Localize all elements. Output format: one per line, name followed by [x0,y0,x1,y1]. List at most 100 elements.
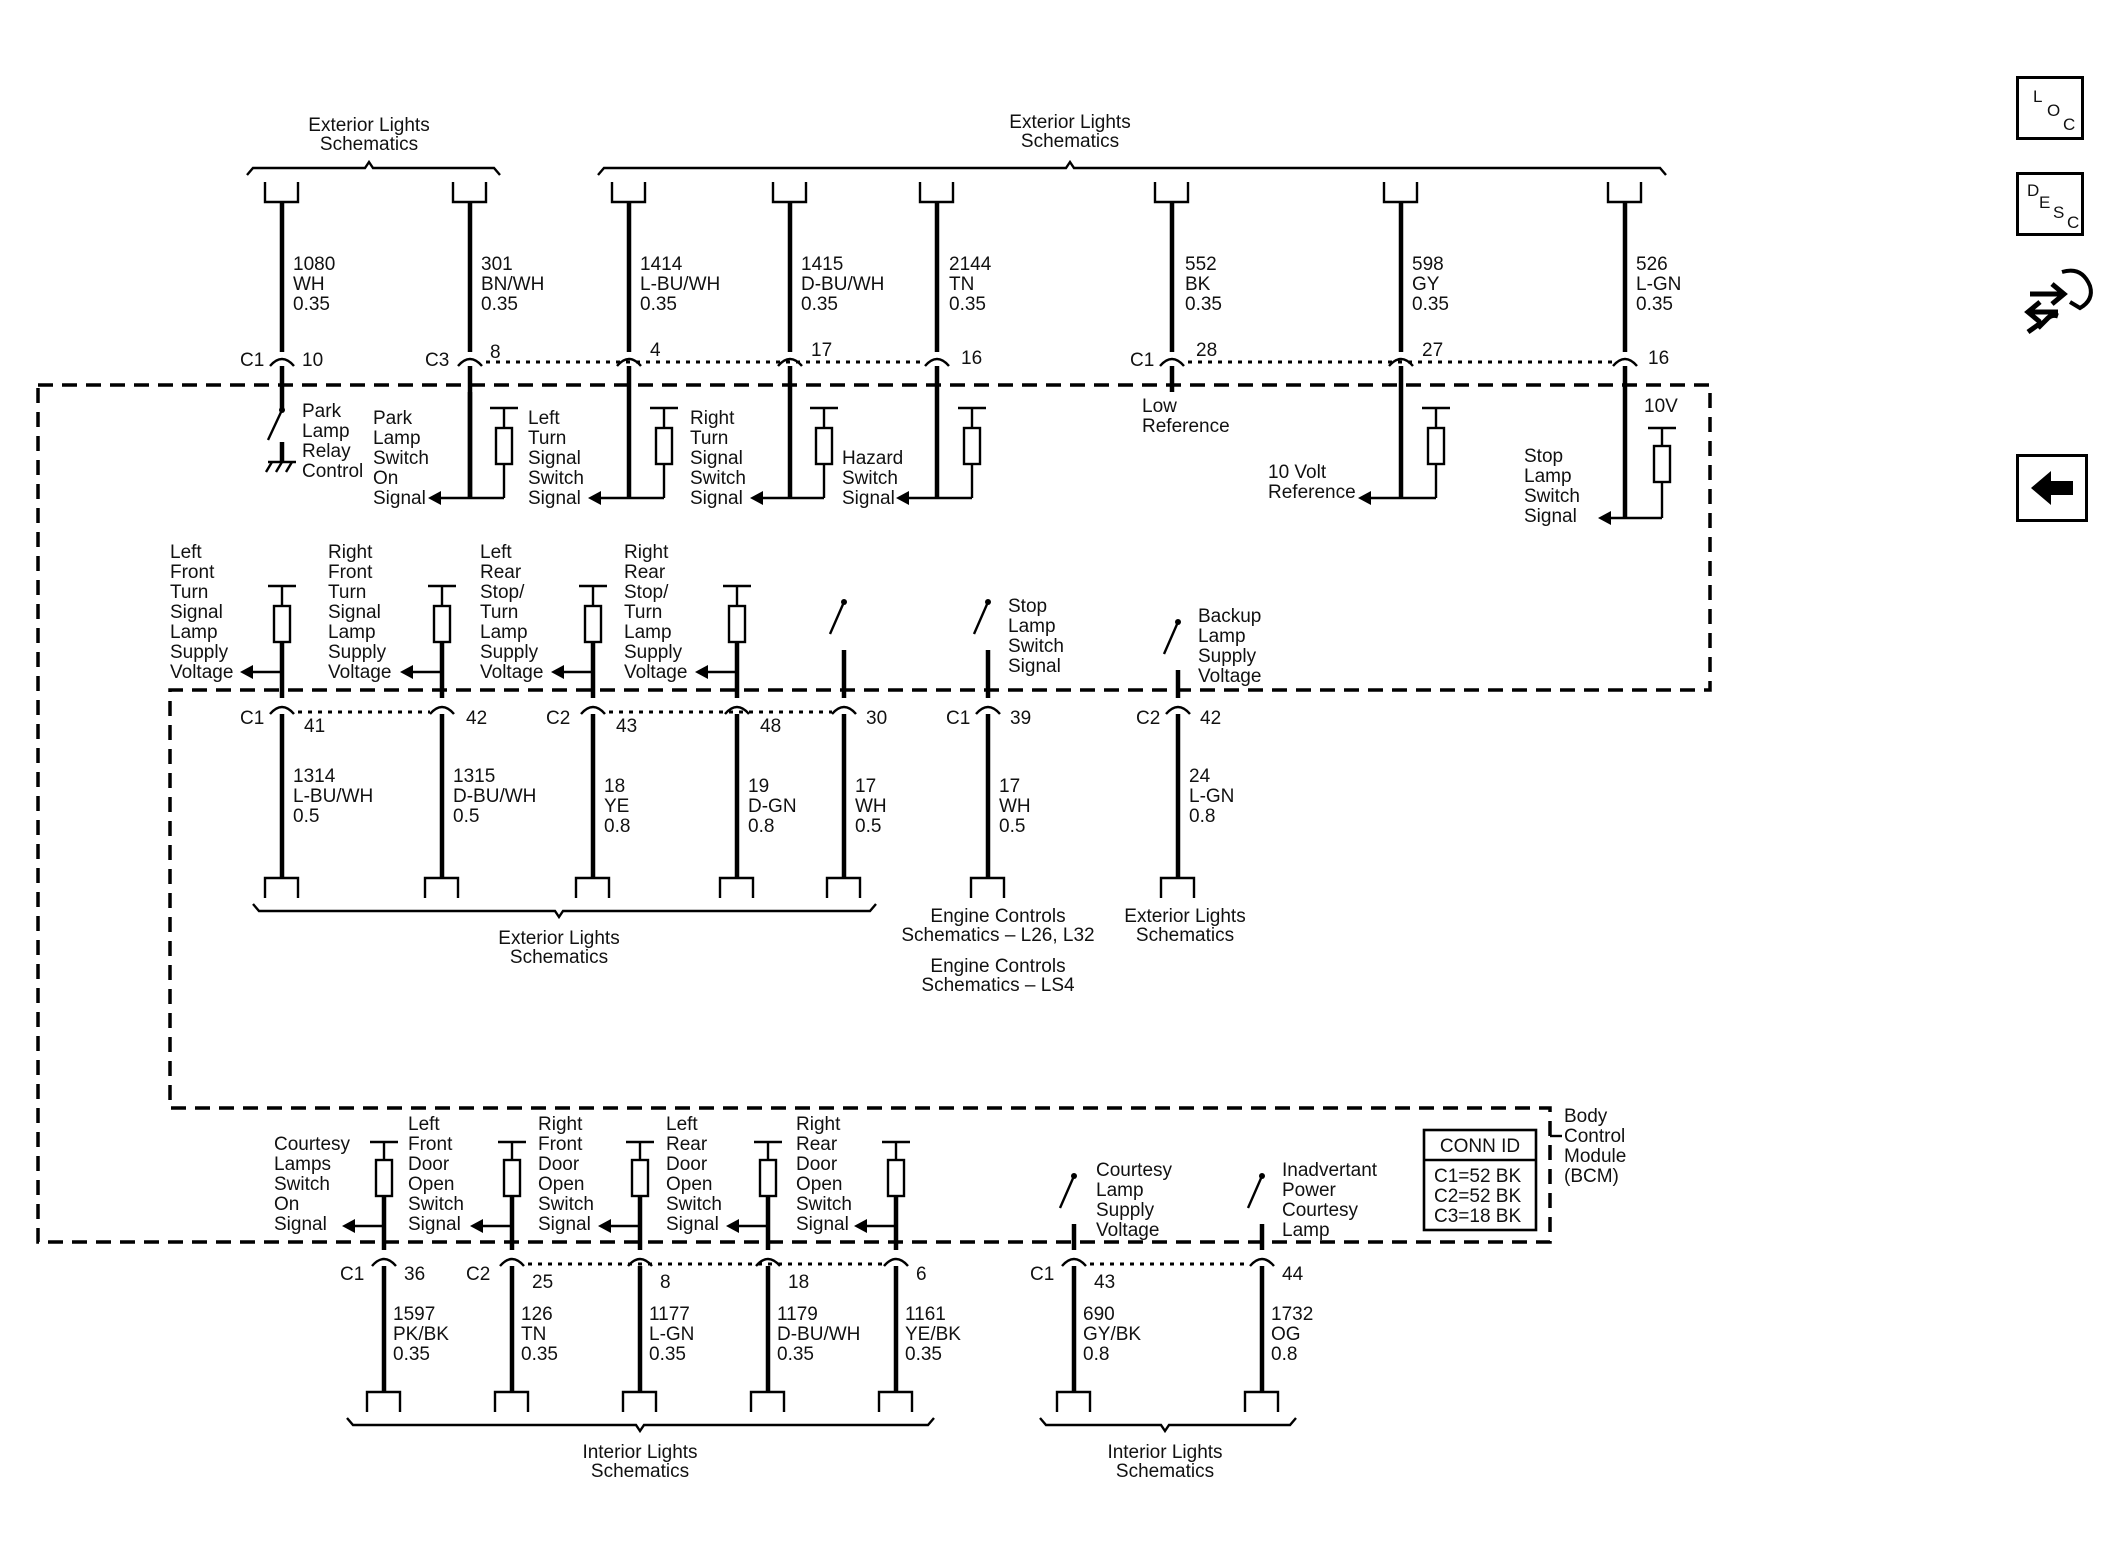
svg-text:On: On [373,468,398,489]
mid-group-engine2-1: Engine Controls [930,956,1065,977]
bcm-label-1: Body [1564,1106,1608,1127]
top-wire-2-color: BN/WH [481,274,544,295]
top-wire-4-pin: 17 [811,340,832,361]
svg-text:Rear: Rear [796,1134,838,1155]
svg-text:Door: Door [538,1154,580,1175]
svg-text:Lamp: Lamp [1524,466,1572,487]
desc-button[interactable]: D E S C [2016,172,2084,236]
left-front-turn-supply: Left Front Turn Signal Lamp Supply Volta… [170,542,296,698]
svg-text:Courtesy: Courtesy [274,1134,351,1155]
svg-text:126: 126 [521,1304,553,1325]
top-wire-3-pin: 4 [650,340,661,361]
right-turn-signal-switch-signal: Right Turn Signal Switch Signal [629,406,790,509]
svg-text:Turn: Turn [170,582,208,603]
loc-letter-3: C [2063,115,2076,134]
svg-text:C2: C2 [466,1264,490,1285]
courtesy-lamp-supply-voltage: Courtesy Lamp Supply Voltage [1058,1160,1173,1250]
loc-button[interactable]: L O C [2016,76,2084,140]
svg-text:42: 42 [466,708,487,729]
top-wire-7-num: 598 [1412,254,1444,275]
svg-text:Right: Right [538,1114,583,1135]
svg-text:Signal: Signal [538,1214,591,1235]
back-arrow-icon [2031,471,2073,505]
top-wire-3-color: L-BU/WH [640,274,720,295]
bot-wire-126: C2 25 126 TN 0.35 [466,1257,558,1412]
svg-text:Front: Front [170,562,215,583]
top-wire-5-gauge: 0.35 [949,294,986,315]
top-wire-7-gauge: 0.35 [1412,294,1449,315]
svg-text:Signal: Signal [666,1214,719,1235]
svg-text:18: 18 [788,1272,809,1293]
svg-text:0.5: 0.5 [855,816,881,837]
svg-text:On: On [274,1194,299,1215]
conn-id-table: CONN ID C1=52 BK C2=52 BK C3=18 BK [1422,1128,1538,1232]
svg-text:19: 19 [748,776,769,797]
svg-text:Open: Open [796,1174,842,1195]
mid-wire-24: C2 42 24 L-GN 0.8 [1136,705,1234,898]
svg-text:36: 36 [404,1264,425,1285]
top-wire-552: 552 BK 0.35 C1 28 [1130,182,1222,392]
supply-10v: 10V [1644,396,1678,417]
svg-text:C1: C1 [946,708,970,729]
top-group-1-line-1: Exterior Lights [308,115,429,136]
svg-text:Relay: Relay [302,441,351,462]
svg-text:Power: Power [1282,1180,1337,1201]
top-wire-8-num: 526 [1636,254,1668,275]
mid-group-exterior2-1: Exterior Lights [1124,906,1245,927]
left-turn-signal-switch-signal: Left Turn Signal Switch Signal [470,406,629,509]
svg-text:Signal: Signal [528,488,581,509]
top-wire-2144: 2144 TN 0.35 16 [918,182,992,498]
svg-text:Supply: Supply [624,642,683,663]
svg-text:Switch: Switch [796,1194,852,1215]
svg-text:C1: C1 [340,1264,364,1285]
svg-text:1315: 1315 [453,766,495,787]
top-wire-8-color: L-GN [1636,274,1681,295]
svg-text:Stop: Stop [1524,446,1563,467]
connector-end-view-icon[interactable] [2018,256,2100,338]
svg-text:Signal: Signal [690,488,743,509]
svg-text:Turn: Turn [690,428,728,449]
top-wire-4-num: 1415 [801,254,843,275]
svg-text:C1: C1 [240,708,264,729]
svg-text:Signal: Signal [328,602,381,623]
bcm-label-4: (BCM) [1564,1166,1619,1187]
svg-text:Stop: Stop [1008,596,1047,617]
svg-text:C2: C2 [1136,708,1160,729]
svg-text:0.8: 0.8 [1083,1344,1109,1365]
conn-id-row-3: C3=18 BK [1434,1206,1521,1227]
mid-group-engine2-2: Schematics – LS4 [921,975,1075,996]
svg-text:Voltage: Voltage [328,662,391,683]
svg-text:Front: Front [538,1134,583,1155]
svg-text:Front: Front [328,562,373,583]
svg-text:Voltage: Voltage [170,662,233,683]
low-reference: Low Reference [1142,396,1230,437]
svg-text:43: 43 [1094,1272,1115,1293]
top-wire-526: 526 L-GN 0.35 16 [1606,182,1681,518]
svg-text:Turn: Turn [528,428,566,449]
svg-text:1314: 1314 [293,766,336,787]
svg-text:Door: Door [408,1154,450,1175]
top-wire-7-pin: 27 [1422,340,1443,361]
svg-text:Right: Right [624,542,669,563]
svg-text:YE/BK: YE/BK [905,1324,961,1345]
svg-text:0.8: 0.8 [1271,1344,1297,1365]
svg-text:Lamp: Lamp [1198,626,1246,647]
conn-id-row-1: C1=52 BK [1434,1166,1521,1187]
mid-bracket-exterior [252,903,877,920]
svg-text:Lamp: Lamp [170,622,218,643]
top-wire-598: 598 GY 0.35 27 [1382,182,1449,498]
svg-text:30: 30 [866,708,887,729]
back-button[interactable] [2016,454,2088,522]
svg-text:C2: C2 [546,708,570,729]
svg-text:1177: 1177 [649,1304,690,1325]
svg-text:Right: Right [328,542,373,563]
svg-text:690: 690 [1083,1304,1115,1325]
svg-text:Signal: Signal [408,1214,461,1235]
svg-text:Left: Left [666,1114,698,1135]
bot-group-2-line-1: Interior Lights [1107,1442,1222,1463]
svg-text:L-GN: L-GN [1189,786,1234,807]
bcm-label-3: Module [1564,1146,1626,1167]
svg-text:1597: 1597 [393,1304,435,1325]
svg-text:1161: 1161 [905,1304,946,1325]
svg-text:Supply: Supply [328,642,387,663]
